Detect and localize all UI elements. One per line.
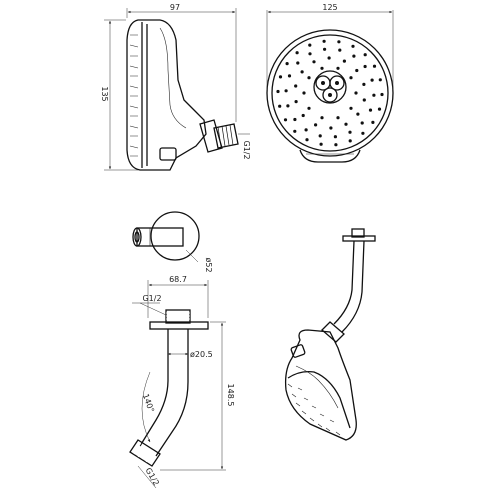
dim-side-height: 135 <box>100 86 109 101</box>
nozzle-hole <box>333 135 337 139</box>
nozzle-hole <box>351 44 355 48</box>
dim-arm-bend-angle: 140° <box>141 393 156 414</box>
nozzle-hole <box>283 118 288 122</box>
assembly-view <box>284 228 376 441</box>
nozzle-hole <box>348 130 352 134</box>
nozzle-hole <box>342 59 346 63</box>
nozzle-hole <box>314 123 318 127</box>
nozzle-hole <box>307 106 311 110</box>
nozzle-hole <box>329 126 333 130</box>
nozzle-hole <box>286 104 290 108</box>
nozzle-hole <box>361 131 365 135</box>
side-view <box>104 8 250 171</box>
nozzle-hole <box>318 134 322 138</box>
nozzle-hole <box>312 60 316 64</box>
nozzle-hole <box>354 91 358 95</box>
nozzle-hole <box>349 76 353 80</box>
dim-arm-bottom-thread: G1/2 <box>143 466 160 487</box>
nozzle-hole <box>348 139 352 143</box>
nozzle-hole <box>293 129 297 133</box>
nozzle-hole <box>355 68 359 73</box>
nozzle-hole <box>294 84 298 88</box>
dim-side-thread: G1/2 <box>242 140 251 159</box>
nozzle-hole <box>319 142 323 146</box>
flange-view <box>132 211 200 263</box>
nozzle-hole <box>338 48 342 52</box>
nozzle-hole <box>320 116 324 120</box>
nozzle-hole <box>308 43 312 47</box>
nozzle-hole <box>370 78 374 82</box>
dim-arm-top-thread: G1/2 <box>142 294 161 303</box>
nozzle-hole <box>360 121 364 125</box>
nozzle-hole <box>377 107 382 111</box>
dim-arm-reach: 68.7 <box>169 275 187 284</box>
nozzle-hole <box>294 100 298 104</box>
nozzle-hole <box>301 113 305 118</box>
nozzle-hole <box>372 64 377 68</box>
nozzle-hole <box>352 54 356 58</box>
nozzle-hole <box>334 143 338 147</box>
front-view <box>266 10 394 163</box>
nozzle-hole <box>363 64 367 69</box>
nozzle-hole <box>285 62 289 66</box>
arm-view <box>129 280 226 489</box>
nozzle-hole <box>378 78 382 82</box>
nozzle-hole <box>380 92 384 97</box>
nozzle-hole <box>362 82 366 86</box>
nozzle-hole <box>323 47 327 51</box>
nozzle-hole <box>276 89 280 94</box>
nozzle-hole <box>295 51 299 55</box>
nozzle-hole <box>363 53 367 57</box>
nozzle-hole <box>302 91 306 95</box>
dim-arm-height: 148.5 <box>226 384 235 407</box>
nozzle-hole <box>322 39 326 43</box>
nozzle-hole <box>372 93 376 97</box>
nozzle-hole <box>368 108 373 112</box>
dim-front-diameter: 125 <box>322 3 337 12</box>
nozzle-hole <box>336 116 340 120</box>
nozzle-hole <box>344 122 348 126</box>
dim-flange-diameter: ø52 <box>204 257 213 272</box>
nozzle-hole <box>349 106 353 110</box>
nozzle-hole <box>307 76 311 80</box>
nozzle-hole <box>284 89 288 93</box>
nozzle-hole <box>305 138 309 142</box>
nozzle-hole <box>278 104 282 108</box>
nozzle-hole <box>308 52 312 56</box>
dim-side-width: 97 <box>170 3 180 12</box>
nozzle-hole <box>296 61 300 65</box>
nozzle-hole <box>293 117 297 122</box>
nozzle-hole <box>327 56 331 60</box>
nozzle-hole <box>304 128 308 132</box>
nozzle-hole <box>362 98 366 102</box>
nozzle-hole <box>320 66 324 70</box>
dim-arm-pipe-diameter: ø20.5 <box>190 350 213 359</box>
nozzle-hole <box>371 120 375 124</box>
nozzle-hole <box>337 40 341 44</box>
nozzle-hole <box>300 70 304 74</box>
nozzle-hole <box>287 74 292 78</box>
nozzle-hole <box>356 112 360 116</box>
nozzle-hole <box>336 66 340 70</box>
nozzle-hole <box>278 75 283 79</box>
